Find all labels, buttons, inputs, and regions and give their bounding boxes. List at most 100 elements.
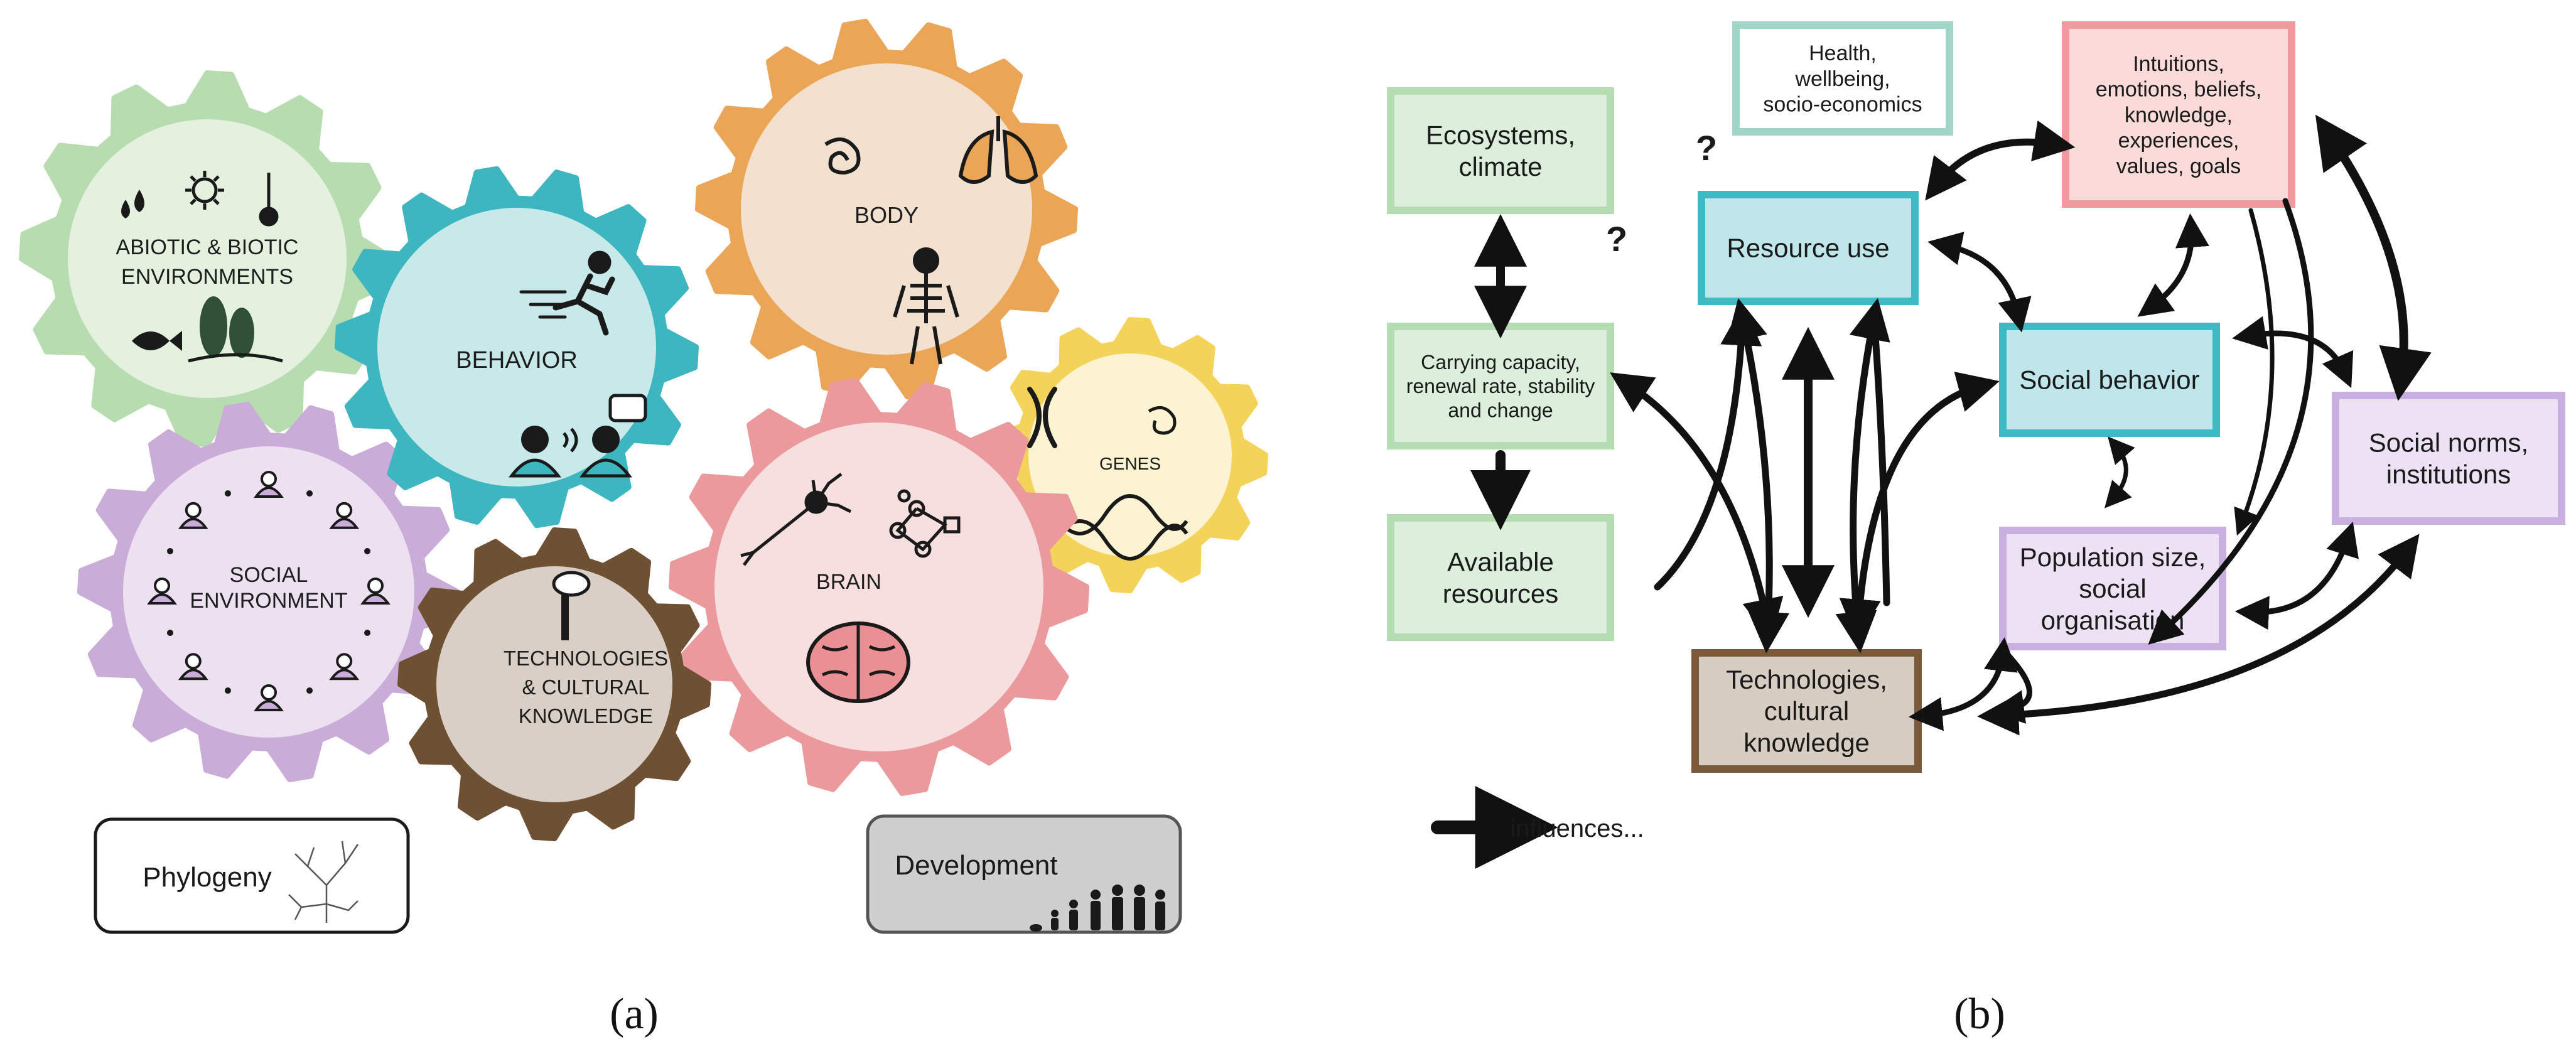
phylogenetic-tree-icon	[288, 841, 359, 923]
box-text-line: Health,	[1809, 41, 1877, 65]
box-frame	[1691, 649, 1922, 773]
dna-icon	[1053, 494, 1188, 561]
arrow-intuitions-norms	[2315, 114, 2432, 401]
gut-small-icon	[1148, 406, 1177, 435]
gut-icon	[824, 137, 861, 175]
panel-label-a: (a)	[610, 990, 659, 1038]
box-social-behavior: Social behavior	[1999, 323, 2220, 437]
person-icon	[185, 502, 202, 519]
dot-icon	[364, 630, 371, 637]
box-text-line: emotions, beliefs,	[2096, 78, 2262, 102]
gear-label-line2: & CULTURAL	[522, 675, 650, 699]
arrow-population-technologies	[1990, 650, 2032, 724]
box-text-line: knowledge	[1743, 728, 1870, 758]
arrow-carrying-technologies	[1610, 372, 1784, 641]
arrow-socialbehavior-norms	[2232, 316, 2354, 389]
lungs-icon	[958, 116, 1038, 184]
speaking-people-icon	[509, 394, 647, 478]
person-icon	[178, 517, 208, 529]
box-text-line: Social behavior	[2019, 365, 2199, 395]
box-text-line: institutions	[2386, 460, 2511, 489]
arrow-available-resource	[1654, 304, 1762, 591]
box-text-line: knowledge,	[2125, 103, 2233, 127]
box-text-line: resources	[1443, 579, 1558, 608]
box-text-line: Technologies,	[1726, 665, 1887, 694]
gear-body: BODY	[695, 18, 1078, 400]
box-text-line: Ecosystems,	[1426, 121, 1575, 150]
arrow-intuitions-population	[2234, 208, 2275, 536]
box-text-line: wellbeing,	[1794, 67, 1890, 91]
box-text-line: social	[2079, 574, 2146, 603]
dot-icon	[166, 630, 173, 637]
gear-label-line3: KNOWLEDGE	[519, 704, 654, 728]
box-frame	[1732, 21, 1953, 136]
box-text-line: Carrying capacity,	[1421, 351, 1580, 374]
box-frame	[1999, 323, 2220, 437]
box-health: Health,wellbeing,socio-economics	[1732, 21, 1953, 136]
person-icon	[154, 578, 170, 594]
arrow-resource-intuitions	[1925, 120, 2076, 201]
arrow-socialbehavior-available	[1870, 316, 1890, 606]
gear-brain: BRAIN	[669, 378, 1089, 796]
chromosome-icon	[1027, 387, 1057, 448]
gear-face	[741, 63, 1032, 355]
box-social-norms: Social norms,institutions	[2332, 392, 2565, 525]
network-icon	[889, 489, 961, 558]
arrow-socialbehavior-population	[2104, 436, 2135, 508]
person-icon	[261, 471, 277, 487]
box-text-line: Intuitions,	[2133, 52, 2224, 76]
gear-face	[714, 422, 1043, 751]
box-frame	[1698, 191, 1919, 305]
box-text-line: experiences,	[2118, 129, 2239, 153]
trees-icon	[188, 296, 283, 363]
gear-technologies: TECHNOLOGIES & CULTURAL KNOWLEDGE	[397, 527, 711, 841]
box-text-line: Social norms,	[2369, 428, 2528, 458]
arrow-socialbehavior-tech	[1839, 372, 2000, 641]
box-text-line: renewal rate, stability	[1406, 375, 1595, 397]
arrow-pop-tech-curve	[1908, 637, 2018, 731]
phylogeny-box: Phylogeny	[94, 817, 410, 934]
person-icon	[261, 684, 277, 701]
box-frame	[1387, 514, 1614, 641]
influence-arrows	[1431, 114, 2432, 869]
gear-label: BEHAVIOR	[456, 347, 578, 374]
question-mark: ?	[1696, 128, 1717, 168]
box-intuitions: Intuitions,emotions, beliefs,knowledge,e…	[2062, 21, 2295, 208]
neuron-icon	[740, 473, 852, 566]
box-frame	[1387, 323, 1614, 449]
phylogeny-label: Phylogeny	[143, 862, 271, 893]
skeleton-icon	[893, 247, 959, 365]
dot-icon	[224, 687, 231, 694]
dot-icon	[364, 547, 371, 554]
box-text-line: values, goals	[2116, 154, 2241, 178]
gear-face	[1028, 353, 1232, 557]
arrow-resource-socialbehavior	[1927, 232, 2032, 333]
gear-label-line1: TECHNOLOGIES	[504, 647, 668, 670]
person-icon	[254, 700, 284, 711]
person-icon	[254, 487, 284, 498]
box-text-line: socio-economics	[1763, 93, 1922, 117]
gear-face	[68, 119, 347, 398]
person-icon	[185, 653, 202, 670]
gear-label: GENES	[1099, 454, 1161, 473]
gear-label-line1: ABIOTIC & BIOTIC	[116, 235, 299, 259]
box-text-line: Population size,	[2020, 542, 2206, 572]
person-icon	[147, 593, 177, 605]
box-frame	[2062, 21, 2295, 208]
stone-tool-icon	[552, 571, 591, 640]
arrow-intuitions-socialbehavior	[2137, 213, 2209, 317]
dot-icon	[306, 687, 313, 694]
gear-label-line2: ENVIRONMENTS	[121, 265, 293, 289]
gear-social-environment: SOCIAL ENVIRONMENT	[77, 401, 460, 783]
gear-label: BRAIN	[816, 570, 881, 594]
gear-behavior: BEHAVIOR	[335, 166, 699, 529]
box-text-line: and change	[1448, 399, 1553, 422]
box-frame	[2332, 392, 2565, 525]
gear-label: BODY	[854, 202, 919, 228]
box-carrying: Carrying capacity,renewal rate, stabilit…	[1387, 323, 1614, 449]
running-person-icon	[519, 250, 615, 336]
